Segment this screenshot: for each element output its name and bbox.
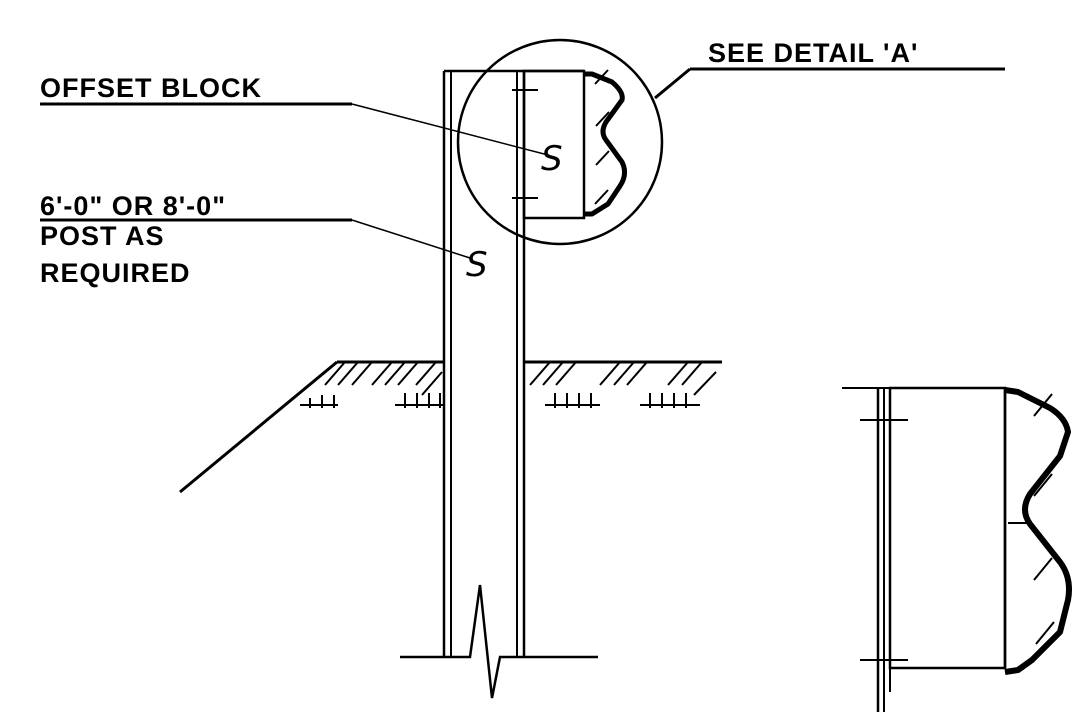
detail-circle [456, 38, 664, 246]
required-label: REQUIRED [40, 258, 191, 288]
post-as-label: POST AS [40, 221, 165, 251]
post-section-symbol: S [466, 245, 488, 285]
block-section-symbol: S [541, 139, 563, 179]
post-size-label: 6'-0" OR 8'-0" [40, 191, 226, 221]
see-detail-leader [654, 67, 691, 100]
see-detail-label: SEE DETAIL 'A' [708, 38, 918, 68]
post-leader [351, 219, 471, 259]
break-line [400, 584, 598, 699]
w-beam-rail-large [1004, 387, 1072, 675]
w-beam-rail-large-inner [1004, 389, 1070, 673]
detail-a [842, 386, 1007, 712]
offset-block [512, 69, 586, 220]
rail-bolts-large [1008, 393, 1055, 645]
rail-bolts-small [594, 69, 610, 205]
offset-block-label: OFFSET BLOCK [40, 73, 262, 103]
post [442, 69, 584, 657]
ground-hatch [300, 361, 717, 408]
ground-line [179, 360, 722, 494]
w-beam-rail-small [584, 71, 628, 217]
